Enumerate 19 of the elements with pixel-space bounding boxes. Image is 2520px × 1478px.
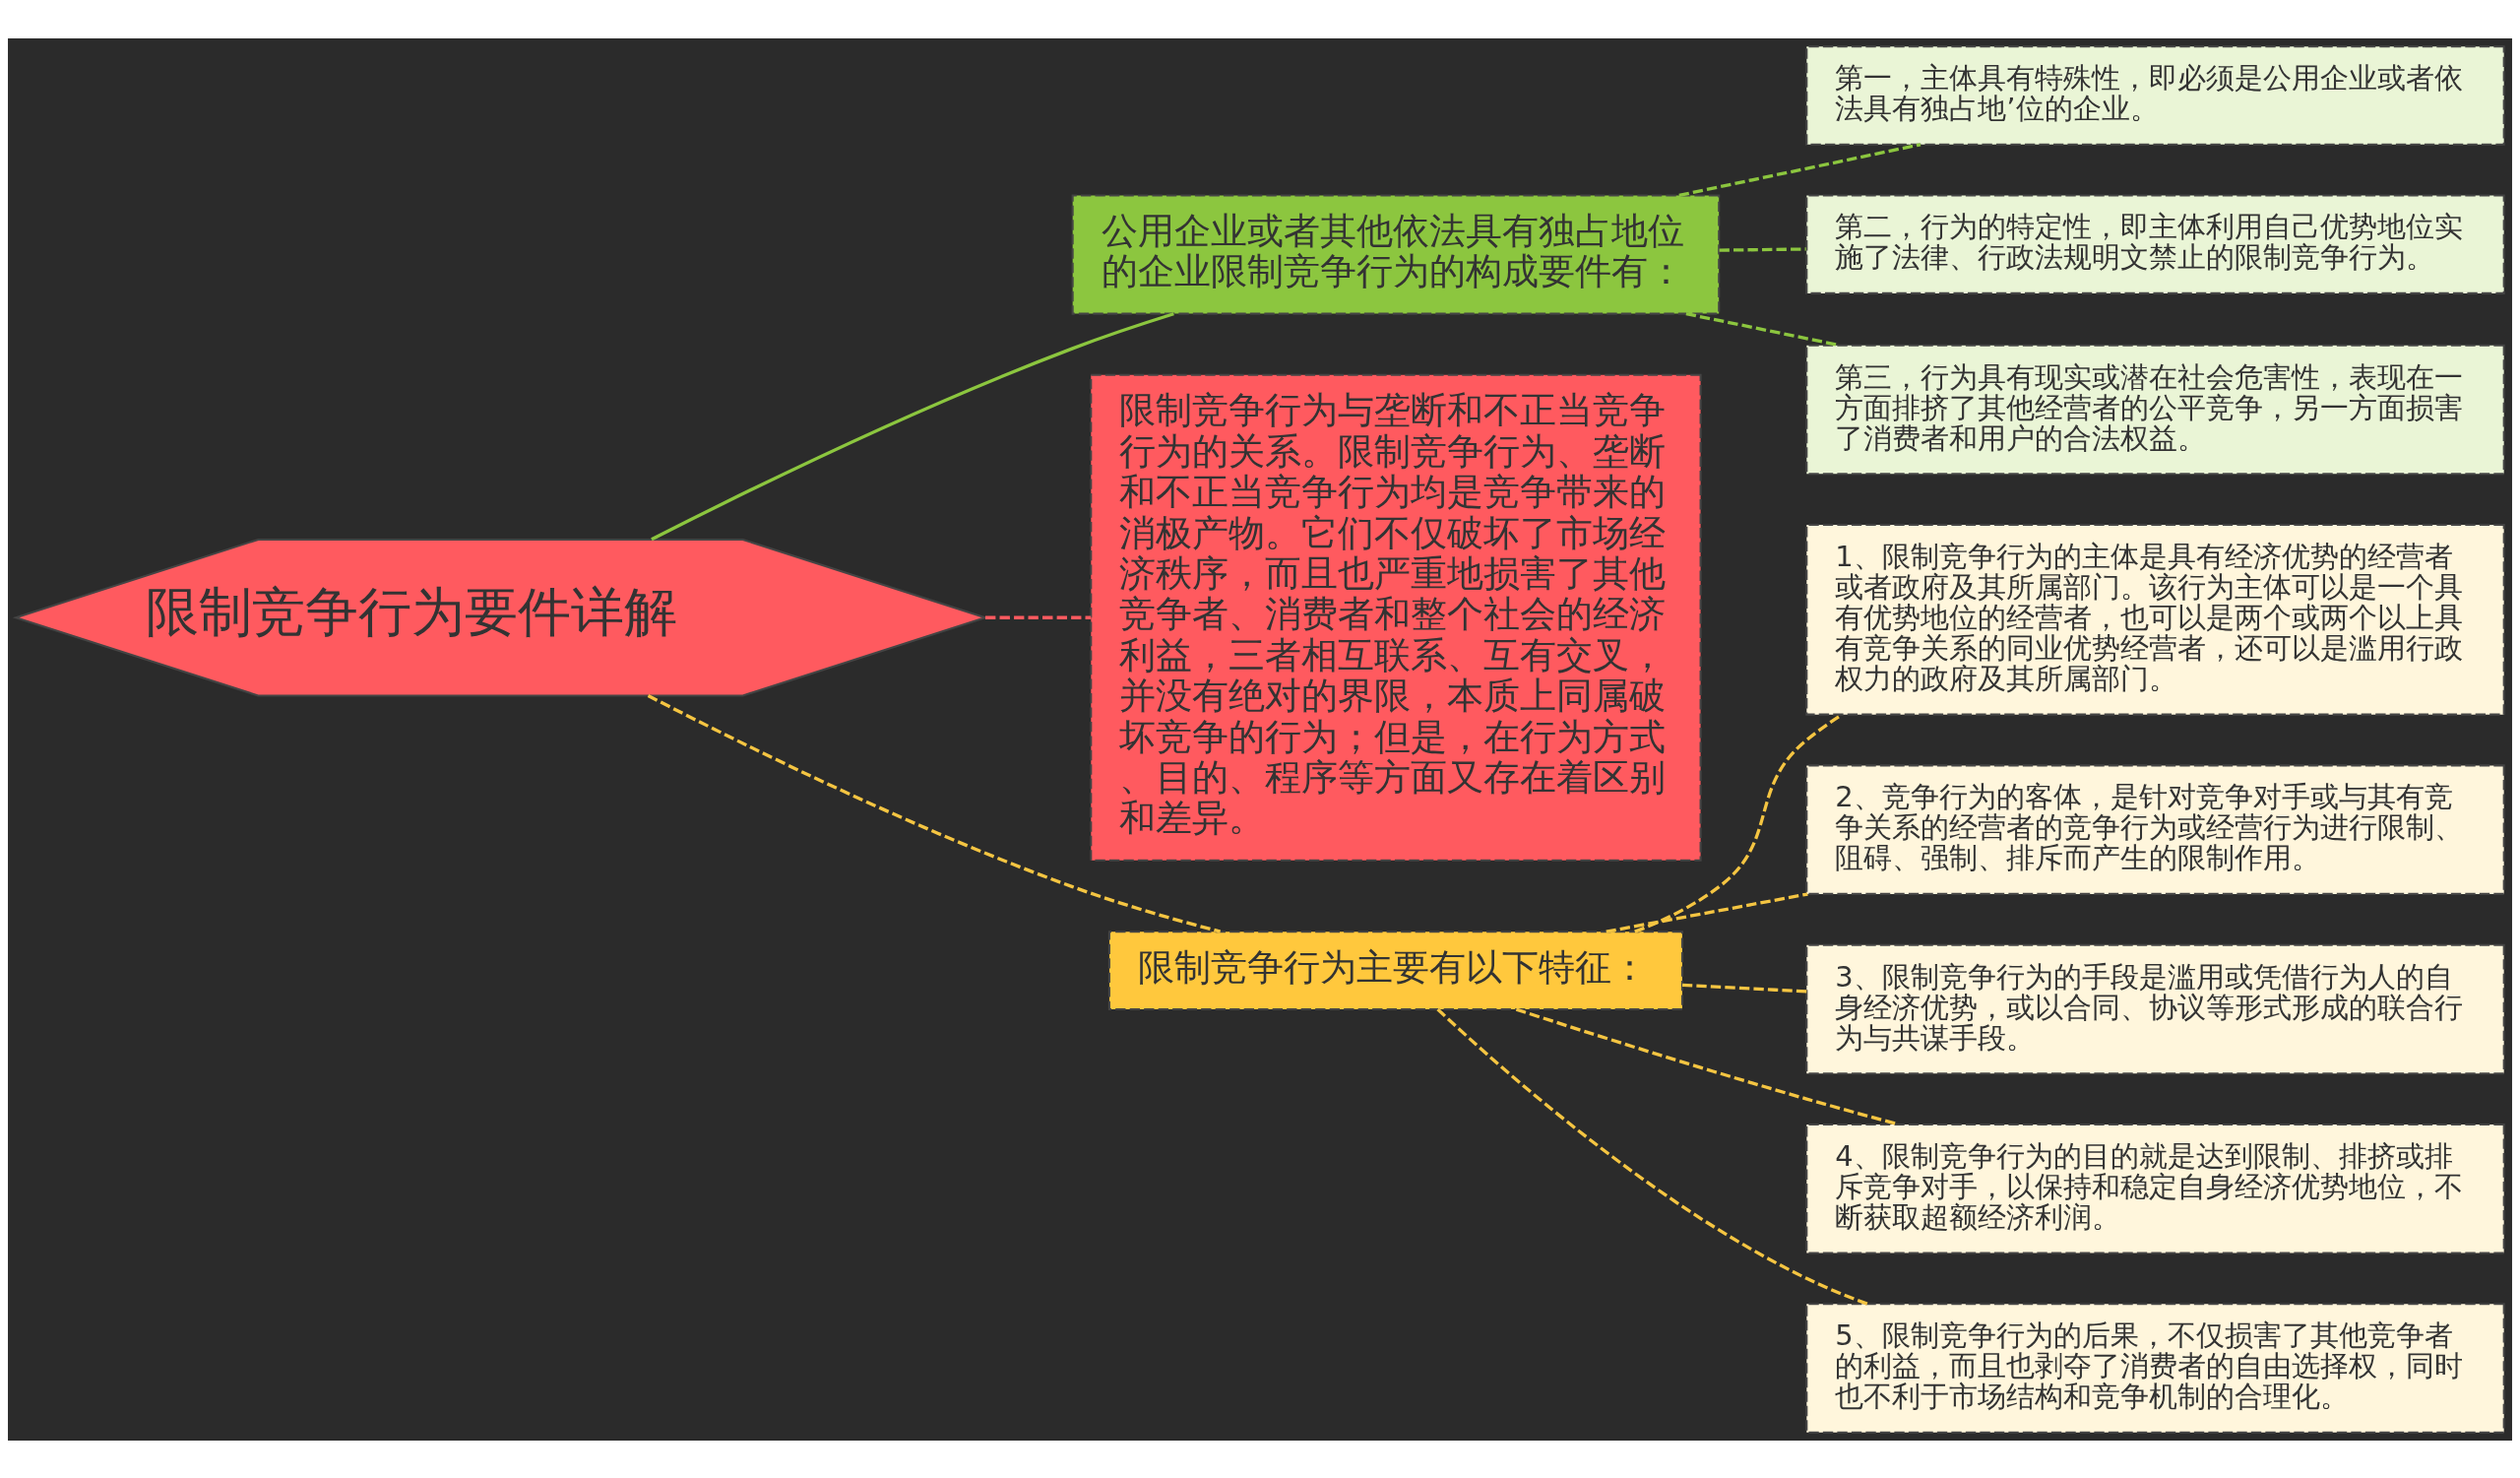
node-box: 5、限制竞争行为的后果，不仅损害了其他竞争者的利益，而且也剥夺了消费者的自由选择权，同时也不利于市场结构和竞争机制的合理化。	[1805, 1302, 2505, 1434]
node-box: 限制竞争行为与垄断和不正当竞争行为的关系。限制竞争行为、垄断和不正当竞争行为均是竞争带来的消极产物。它们不仅破坏了市场经济秩序，而且也严重地损害了其他竞争者、消费者和整个社会的经济利益，三者相互联系、互有交叉，并没有绝对的界限，本质上同属破坏竞争的行为；但是，在行为方式、目的、程序等方面又存在着区别和差异。	[1090, 373, 1702, 862]
connector	[984, 615, 1092, 619]
node-box: 2、竞争行为的客体，是针对竞争对手或与其有竞争关系的经营者的竞争行为或经营行为进行限制、阻碍、强制、排斥而产生的限制作用。	[1805, 763, 2505, 895]
connector	[1606, 891, 1808, 933]
node-box: 公用企业或者其他依法具有独占地位的企业限制竞争行为的构成要件有：	[1071, 193, 1721, 315]
connector	[1436, 1007, 1868, 1306]
connector	[1719, 246, 1806, 252]
connector	[1678, 142, 1922, 197]
connector	[647, 693, 1222, 933]
node-box: 3、限制竞争行为的手段是滥用或凭借行为人的自身经济优势，或以合同、协议等形式形成的联合行为与共谋手段。	[1805, 943, 2505, 1074]
node-box: 1、限制竞争行为的主体是具有经济优势的经营者或者政府及其所属部门。该行为主体可以是一个具有优势地位的经营者，也可以是两个或两个以上具有竞争关系的同业优势经营者，还可以是滥用行政权力的政府及其所属部门。	[1805, 523, 2505, 716]
node-box: 第三，行为具有现实或潜在社会危害性，表现在一方面排挤了其他经营者的公平竞争，另一方面损害了消费者和用户的合法权益。	[1805, 344, 2505, 475]
node-box: 第二，行为的特定性，即主体利用自己优势地位实施了法律、行政法规明文禁止的限制竞争行为。	[1805, 193, 2505, 294]
node-box: 限制竞争行为主要有以下特征：	[1107, 930, 1683, 1010]
node-box: 第一，主体具有特殊性，即必须是公用企业或者依法具有独占地’位的企业。	[1805, 44, 2505, 146]
node-box: 4、限制竞争行为的目的就是达到限制、排挤或排斥竞争对手，以保持和稳定自身经济优势地位，不断获取超额经济利润。	[1805, 1123, 2505, 1253]
connector	[1681, 983, 1807, 993]
connector	[651, 311, 1174, 541]
